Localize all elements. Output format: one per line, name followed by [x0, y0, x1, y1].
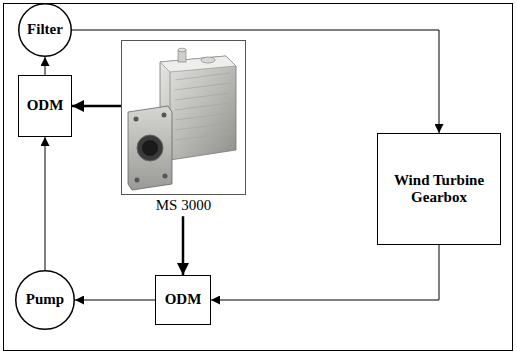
process-box: Wind Turbine Gearbox [377, 133, 501, 245]
flow-arrow [211, 245, 439, 300]
flow-arrow [182, 216, 185, 275]
node-label: ODM [27, 97, 64, 114]
outer-border [4, 4, 513, 351]
pump-circle: Pump [15, 270, 75, 330]
process-box: ODM [18, 75, 72, 137]
node-label: ODM [165, 291, 202, 308]
sensor-unit: MS 3000 [121, 40, 246, 216]
flow-arrow [45, 57, 46, 75]
flow-arrow [72, 105, 121, 108]
process-box: ODM [155, 275, 211, 325]
filter-circle: Filter [18, 3, 72, 57]
node-label: Filter [27, 21, 63, 38]
flow-arrow [72, 30, 439, 133]
sensor-photo [122, 41, 246, 195]
node-label: Wind Turbine Gearbox [384, 172, 494, 207]
flow-arrow [45, 137, 46, 270]
node-label: Pump [26, 291, 64, 308]
node-label: MS 3000 [156, 197, 211, 214]
flow-arrow [75, 300, 155, 301]
